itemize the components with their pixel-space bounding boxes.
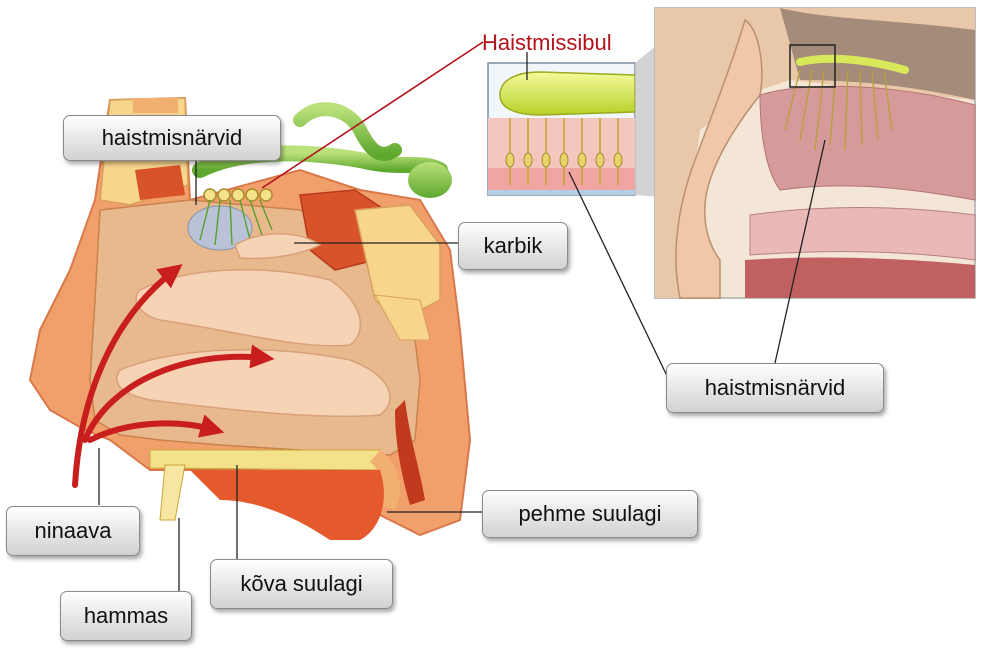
label-ninaava: ninaava	[6, 506, 140, 556]
label-pehme-suulagi: pehme suulagi	[482, 490, 698, 538]
head-profile-inset	[654, 7, 976, 299]
nose-cross-section	[28, 96, 472, 540]
olfactory-bulb-inset	[487, 62, 636, 196]
label-hammas: hammas	[60, 591, 192, 641]
label-haistmisnarvid-left: haistmisnärvid	[63, 115, 281, 161]
label-haistmissibul: Haistmissibul	[482, 30, 612, 55]
leader-lines	[98, 41, 826, 592]
label-haistmisnarvid-right: haistmisnärvid	[666, 363, 884, 413]
olfactory-nerve-fibers	[199, 199, 273, 246]
label-kova-suulagi: kõva suulagi	[210, 559, 393, 609]
label-karbik: karbik	[458, 222, 568, 270]
cribriform-plate	[203, 188, 273, 202]
airflow-arrows	[72, 264, 275, 488]
